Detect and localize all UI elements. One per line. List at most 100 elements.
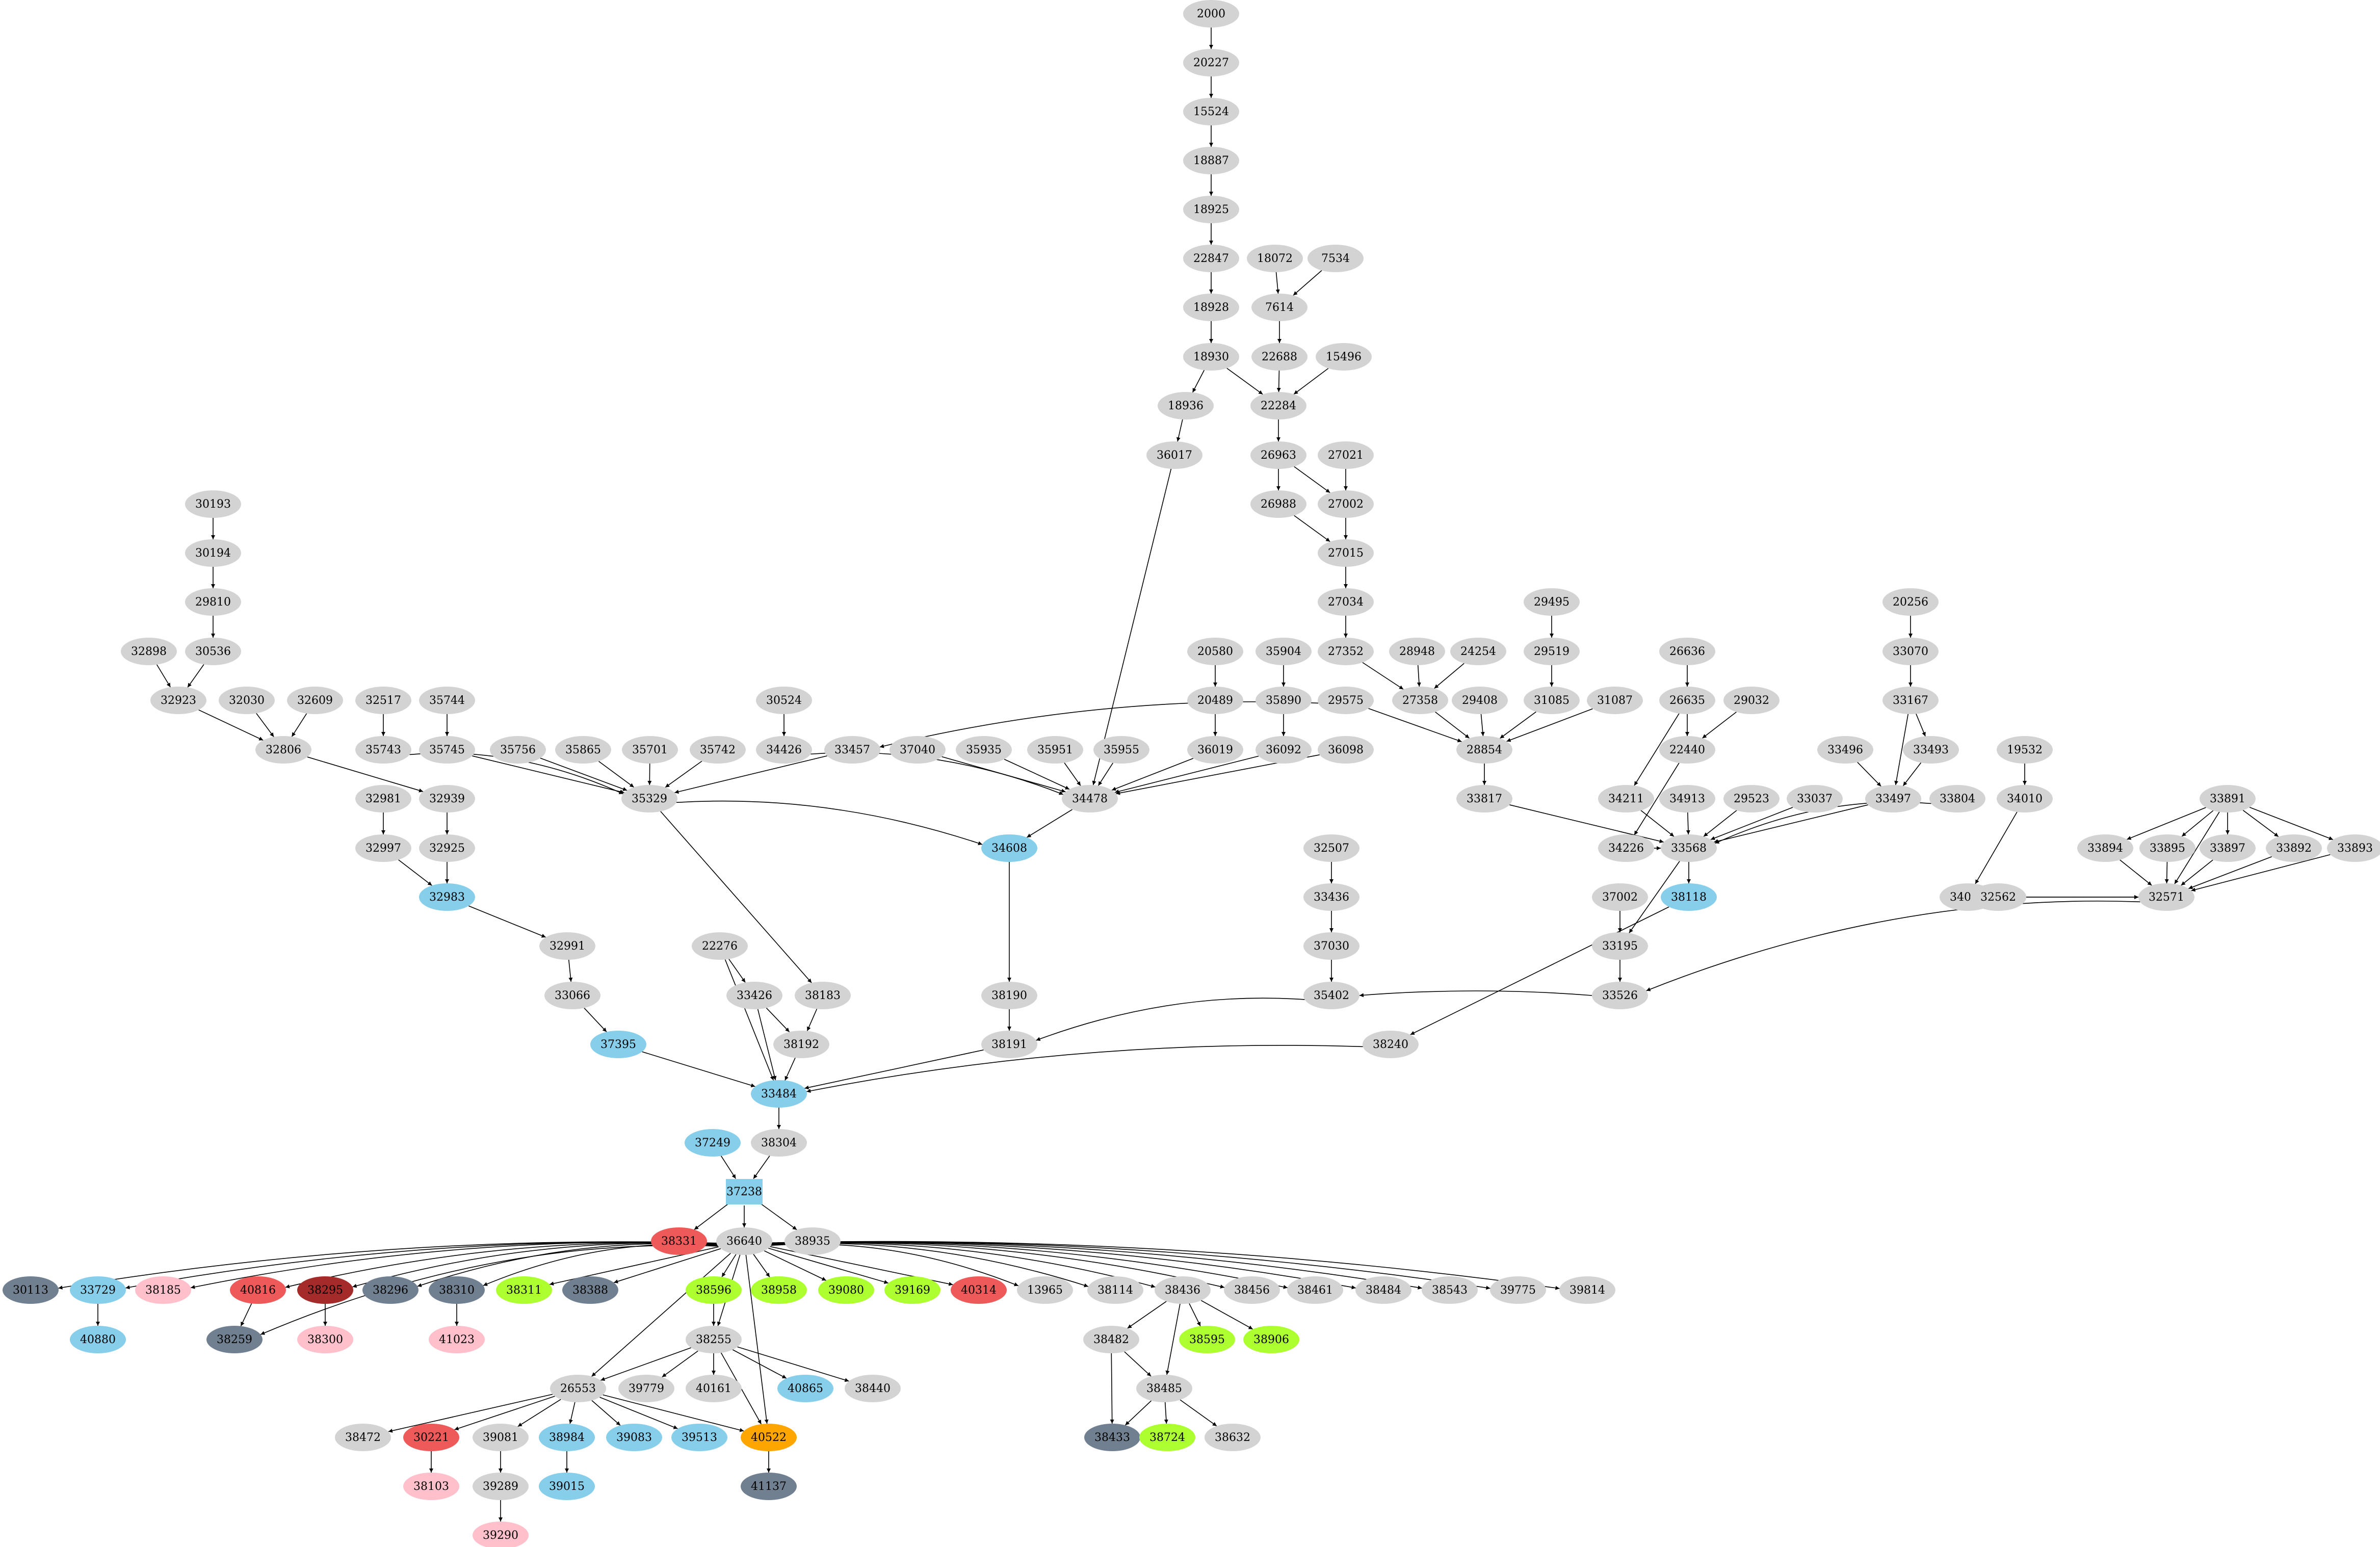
node-26636[interactable]: 26636 xyxy=(1659,638,1715,665)
node-33891[interactable]: 33891 xyxy=(2200,785,2256,812)
node-32925[interactable]: 32925 xyxy=(419,834,475,862)
node-33526[interactable]: 33526 xyxy=(1592,982,1648,1009)
node-27358[interactable]: 27358 xyxy=(1392,687,1448,714)
node-32983[interactable]: 32983 xyxy=(419,883,475,911)
node-38190[interactable]: 38190 xyxy=(981,982,1037,1009)
node-39290[interactable]: 39290 xyxy=(473,1522,529,1547)
node-22688[interactable]: 22688 xyxy=(1251,343,1307,371)
node-20227[interactable]: 20227 xyxy=(1183,49,1239,76)
node-32923[interactable]: 32923 xyxy=(150,687,206,714)
node-26635[interactable]: 26635 xyxy=(1659,687,1715,714)
node-39289[interactable]: 39289 xyxy=(473,1473,529,1500)
node-32571[interactable]: 32571 xyxy=(2138,883,2194,911)
node-37249[interactable]: 37249 xyxy=(685,1129,741,1157)
node-35402[interactable]: 35402 xyxy=(1303,982,1359,1009)
node-34010[interactable]: 34010 xyxy=(1997,785,2053,812)
node-29575[interactable]: 29575 xyxy=(1318,687,1374,714)
node-37030[interactable]: 37030 xyxy=(1303,932,1359,960)
node-22284[interactable]: 22284 xyxy=(1250,392,1306,419)
node-22847[interactable]: 22847 xyxy=(1183,245,1239,272)
node-34211[interactable]: 34211 xyxy=(1598,785,1654,812)
node-39779[interactable]: 39779 xyxy=(618,1375,674,1402)
node-30221[interactable]: 30221 xyxy=(403,1424,459,1451)
node-33568[interactable]: 33568 xyxy=(1661,834,1717,862)
node-39814[interactable]: 39814 xyxy=(1559,1276,1615,1304)
node-33037[interactable]: 33037 xyxy=(1787,785,1843,812)
node-28948[interactable]: 28948 xyxy=(1389,638,1445,665)
node-29495[interactable]: 29495 xyxy=(1524,588,1580,616)
node-39169[interactable]: 39169 xyxy=(884,1276,940,1304)
node-31085[interactable]: 31085 xyxy=(1524,687,1580,714)
node-35890[interactable]: 35890 xyxy=(1256,687,1312,714)
node-35701[interactable]: 35701 xyxy=(622,736,678,764)
node-33895[interactable]: 33895 xyxy=(2139,834,2195,862)
node-35742[interactable]: 35742 xyxy=(690,736,746,764)
node-38255[interactable]: 38255 xyxy=(686,1326,742,1353)
node-33167[interactable]: 33167 xyxy=(1882,687,1939,714)
node-38456[interactable]: 38456 xyxy=(1224,1276,1280,1304)
node-27352[interactable]: 27352 xyxy=(1318,638,1374,665)
node-33893[interactable]: 33893 xyxy=(2327,834,2380,862)
node-26553[interactable]: 26553 xyxy=(550,1375,606,1402)
node-38906[interactable]: 38906 xyxy=(1243,1326,1299,1353)
node-38935[interactable]: 38935 xyxy=(784,1227,841,1255)
node-39081[interactable]: 39081 xyxy=(473,1424,529,1451)
node-27002[interactable]: 27002 xyxy=(1318,490,1374,518)
node-36098[interactable]: 36098 xyxy=(1318,736,1374,764)
node-20489[interactable]: 20489 xyxy=(1187,687,1243,714)
node-38543[interactable]: 38543 xyxy=(1422,1276,1478,1304)
node-32609[interactable]: 32609 xyxy=(287,687,343,714)
node-40161[interactable]: 40161 xyxy=(686,1375,742,1402)
node-32997[interactable]: 32997 xyxy=(355,834,411,862)
node-29408[interactable]: 29408 xyxy=(1452,687,1508,714)
node-18930[interactable]: 18930 xyxy=(1183,343,1239,371)
node-30536[interactable]: 30536 xyxy=(185,638,241,665)
node-20256[interactable]: 20256 xyxy=(1882,588,1939,616)
node-33070[interactable]: 33070 xyxy=(1882,638,1939,665)
node-15524[interactable]: 15524 xyxy=(1183,98,1239,125)
node-39775[interactable]: 39775 xyxy=(1490,1276,1546,1304)
node-32562[interactable]: 32562 xyxy=(1970,883,2026,911)
node-30194[interactable]: 30194 xyxy=(185,539,241,567)
node-19532[interactable]: 19532 xyxy=(1997,736,2053,764)
node-37002[interactable]: 37002 xyxy=(1592,883,1648,911)
node-32898[interactable]: 32898 xyxy=(121,638,177,665)
node-33496[interactable]: 33496 xyxy=(1817,736,1873,764)
node-38296[interactable]: 38296 xyxy=(362,1276,419,1304)
node-35745[interactable]: 35745 xyxy=(419,736,475,764)
node-35756[interactable]: 35756 xyxy=(490,736,546,764)
node-38183[interactable]: 38183 xyxy=(795,982,851,1009)
node-31087[interactable]: 31087 xyxy=(1587,687,1643,714)
node-36017[interactable]: 36017 xyxy=(1146,441,1202,469)
node-38436[interactable]: 38436 xyxy=(1155,1276,1211,1304)
node-39083[interactable]: 39083 xyxy=(606,1424,662,1451)
node-38461[interactable]: 38461 xyxy=(1287,1276,1343,1304)
node-41023[interactable]: 41023 xyxy=(429,1326,485,1353)
node-40522[interactable]: 40522 xyxy=(741,1424,797,1451)
node-38191[interactable]: 38191 xyxy=(981,1031,1037,1058)
node-39080[interactable]: 39080 xyxy=(818,1276,874,1304)
node-33484[interactable]: 33484 xyxy=(751,1080,807,1108)
node-34478[interactable]: 34478 xyxy=(1062,785,1118,812)
node-35904[interactable]: 35904 xyxy=(1256,638,1312,665)
node-38240[interactable]: 38240 xyxy=(1363,1031,1419,1058)
node-40816[interactable]: 40816 xyxy=(230,1276,286,1304)
node-24254[interactable]: 24254 xyxy=(1450,638,1506,665)
node-34913[interactable]: 34913 xyxy=(1659,785,1715,812)
node-38300[interactable]: 38300 xyxy=(297,1326,353,1353)
node-33497[interactable]: 33497 xyxy=(1865,785,1921,812)
node-38484[interactable]: 38484 xyxy=(1355,1276,1411,1304)
node-35955[interactable]: 35955 xyxy=(1093,736,1149,764)
node-35865[interactable]: 35865 xyxy=(555,736,611,764)
node-34426[interactable]: 34426 xyxy=(756,736,812,764)
node-38103[interactable]: 38103 xyxy=(403,1473,459,1500)
node-33493[interactable]: 33493 xyxy=(1903,736,1959,764)
node-40865[interactable]: 40865 xyxy=(777,1375,833,1402)
node-18887[interactable]: 18887 xyxy=(1183,147,1239,174)
node-38114[interactable]: 38114 xyxy=(1087,1276,1143,1304)
node-15496[interactable]: 15496 xyxy=(1316,343,1372,371)
node-18936[interactable]: 18936 xyxy=(1158,392,1214,419)
node-34608[interactable]: 34608 xyxy=(981,834,1037,862)
node-33195[interactable]: 33195 xyxy=(1592,932,1648,960)
node-29032[interactable]: 29032 xyxy=(1723,687,1780,714)
